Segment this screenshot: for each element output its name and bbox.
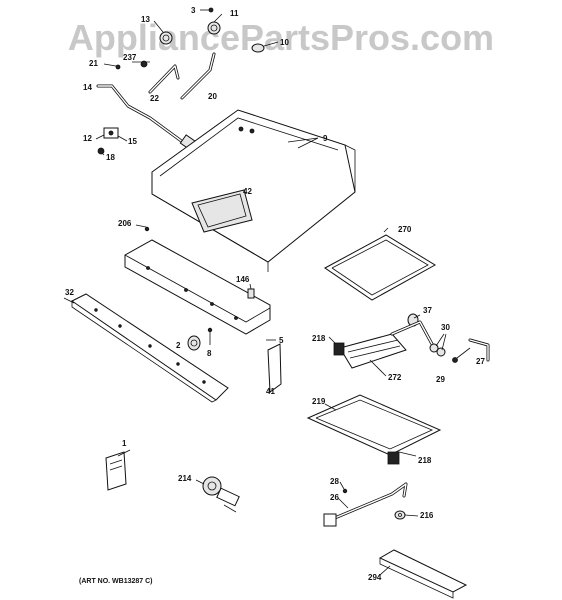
part-206-screw [135,224,150,232]
part-3-screw [200,7,214,13]
callout-11: 11 [230,9,239,18]
part-216-nut [394,510,406,520]
callout-218-upper: 218 [312,334,326,343]
watermark-text: AppliancePartsPros.com [68,17,494,58]
part-219-broil-shield [306,394,442,456]
art-number: (ART NO. WB13287 C) [79,578,153,585]
part-11-burner-valve [207,13,223,35]
callout-8: 8 [207,349,212,358]
callout-272: 272 [388,373,402,382]
callout-9: 9 [323,134,328,143]
callout-42: 42 [243,187,252,196]
callout-13: 13 [141,15,150,24]
part-27-tube [468,338,490,362]
callout-10: 10 [280,38,289,47]
callout-206: 206 [118,219,132,228]
part-8-screw [207,327,213,345]
callout-28: 28 [330,477,339,486]
callout-37: 37 [423,306,432,315]
callout-1: 1 [122,439,127,448]
callout-15: 15 [128,137,137,146]
part-272-bake-burner [339,320,434,369]
callout-41: 41 [266,387,275,396]
part-26-broil-burner-tube [323,482,408,527]
part-294-strip [378,549,468,599]
part-41-bracket [267,343,282,393]
callout-22: 22 [150,94,159,103]
leader-lines [63,134,447,576]
part-218-igniter-upper [328,336,345,356]
part-12-valve-bracket [103,127,119,139]
part-146-clip [247,283,255,299]
part-32-trim-strip [71,293,229,403]
callout-26: 26 [330,493,339,502]
callout-294: 294 [368,573,382,582]
part-29-spring-clip [452,347,471,363]
callout-21: 21 [89,59,98,68]
part-5-manifold-panel [124,239,276,341]
callout-14: 14 [83,83,92,92]
callout-32: 32 [65,288,74,297]
part-21-screw [103,63,121,70]
callout-5: 5 [279,336,284,345]
callout-18: 18 [106,153,115,162]
callout-20: 20 [208,92,217,101]
callout-3: 3 [191,6,196,15]
callout-12: 12 [83,134,92,143]
part-13-valve [153,20,173,45]
part-20-tube [180,52,216,100]
callout-27: 27 [476,357,485,366]
callout-218-lower: 218 [418,456,432,465]
part-18-knob-base [97,147,105,155]
part-237-orifice [132,60,150,68]
part-1-literature [105,451,127,491]
callout-270: 270 [398,225,412,234]
callout-214: 214 [178,474,192,483]
part-2-knob [187,335,201,351]
callout-30: 30 [441,323,450,332]
part-214-regulator [202,476,240,513]
callout-29: 29 [436,375,445,384]
part-22-tube [148,64,180,94]
part-270-heat-shield [324,227,436,301]
callout-2: 2 [176,341,181,350]
callout-216: 216 [420,511,434,520]
callout-219: 219 [312,397,326,406]
part-9-burner-box [151,109,356,272]
callout-237: 237 [123,53,137,62]
part-28-screw [342,488,348,494]
part-218-igniter-lower [387,451,417,465]
callout-146: 146 [236,275,250,284]
part-10-cap [251,41,279,53]
